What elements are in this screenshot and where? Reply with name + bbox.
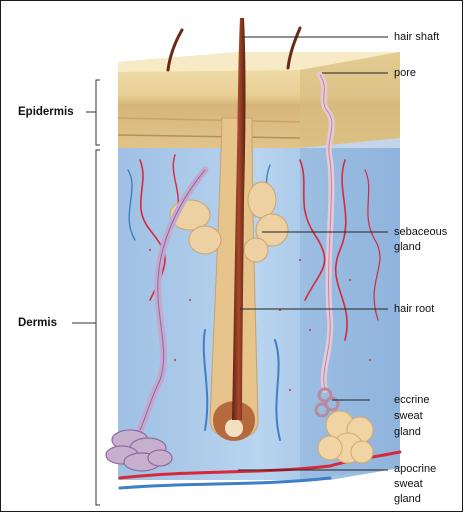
apocrine-label-line1: apocrine [394,462,436,476]
layer-brackets [72,80,100,505]
epidermis-block [118,52,400,148]
eccrine-label-line3: gland [394,425,421,439]
epidermis-label: Epidermis [18,105,74,119]
hair-shaft-label: hair shaft [394,30,439,44]
hair-root-label: hair root [394,302,434,316]
apocrine-label-line3: gland [394,492,421,506]
dermis-label: Dermis [18,316,57,330]
apocrine-label-line2: sweat [394,477,423,491]
eccrine-label-line2: sweat [394,409,423,423]
sebaceous-gland-label-line2: gland [394,240,421,254]
pore-label: pore [394,66,416,80]
sebaceous-gland-label-line1: sebaceous [394,225,447,239]
eccrine-label-line1: eccrine [394,393,429,407]
